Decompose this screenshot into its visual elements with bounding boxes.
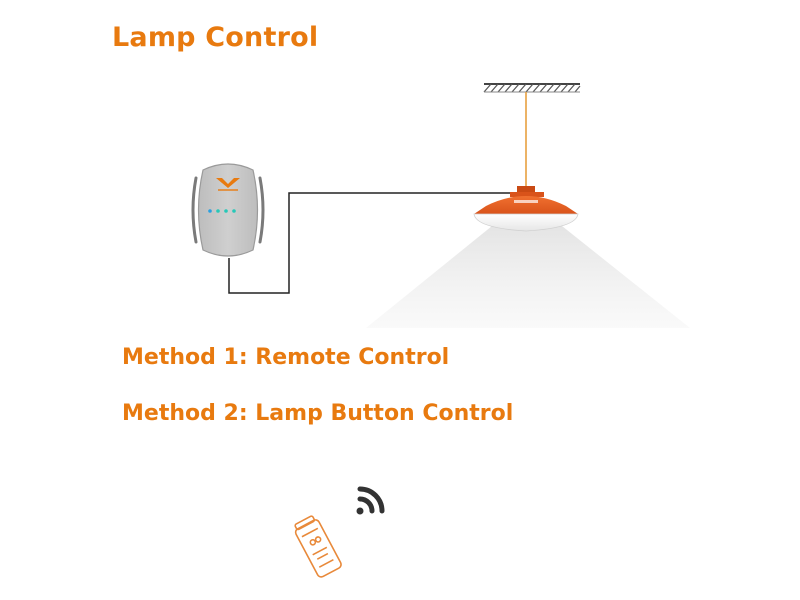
ceiling-mount-icon [483,83,581,93]
status-leds [208,209,236,213]
page-title: Lamp Control [112,22,319,53]
pendant-lamp-icon [473,186,579,232]
method-2-label: Method 2: Lamp Button Control [122,401,514,426]
method-1-label: Method 1: Remote Control [122,345,450,370]
power-cable [228,192,512,294]
controller-box-icon [191,163,265,257]
wireless-signal-icon [356,486,385,515]
remote-control-icon [294,515,342,578]
light-beam-icon [366,226,690,328]
